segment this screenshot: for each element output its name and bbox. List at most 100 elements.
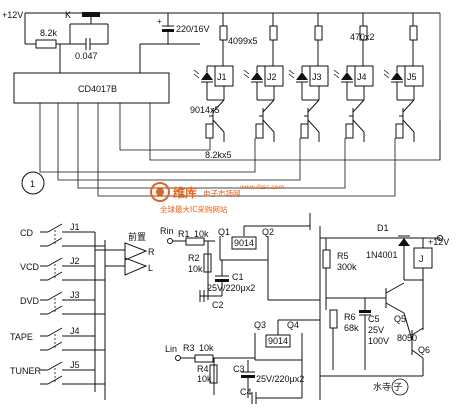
wm-url: www.dzsc.com (240, 184, 284, 191)
r2-value: 10k (188, 264, 203, 274)
base-resistor (395, 123, 404, 139)
input-relay-label: J4 (70, 326, 80, 336)
base-resistor (300, 123, 309, 139)
resistor-82k (35, 39, 57, 49)
base-resistor (205, 123, 214, 139)
base-resistor (345, 123, 354, 139)
q6-label: Q6 (418, 345, 430, 355)
c4-label: C4 (240, 387, 252, 397)
c5-value: 25V (368, 325, 384, 335)
watermark-logo: 维库 电子市场网 www.dzsc.com 全球最大IC采购网站 (150, 182, 284, 214)
led-label: 4099x5 (228, 36, 258, 46)
r6-value: 68k (344, 323, 359, 333)
rbase-label: 8.2kx5 (205, 150, 232, 160)
c5-value2: 100V (368, 336, 389, 346)
q1-label: Q1 (218, 227, 230, 237)
input-relay-label: J2 (70, 256, 80, 266)
wm-title: 维库 (173, 185, 197, 200)
supply-label-top: +12V (2, 10, 23, 20)
c1-label: C1 (232, 272, 244, 282)
rail-resistor (409, 25, 418, 41)
ch-l: L (148, 263, 153, 273)
input-label: TAPE (10, 332, 33, 342)
signature: 水寺 子 (373, 381, 403, 392)
led (296, 72, 308, 80)
resistor-r5 (322, 249, 331, 269)
c-rating-1: 25V/220μx2 (207, 283, 255, 293)
c2-label: C2 (212, 300, 224, 310)
relay-label: J3 (312, 72, 322, 82)
relay-label: J5 (407, 72, 417, 82)
ic-cd4017b (13, 72, 170, 104)
d1-label: D1 (377, 223, 389, 233)
cap-220 (162, 29, 174, 32)
r4-label: R4 (197, 364, 209, 374)
relay-label: J4 (357, 72, 367, 82)
c-0047-label: 0.047 (75, 51, 98, 61)
preamp-r (124, 242, 148, 261)
relay-label: J2 (267, 72, 277, 82)
switch-contact (47, 361, 63, 371)
ic-label: CD4017B (78, 84, 117, 94)
r5-label: R5 (337, 251, 349, 261)
q5-value: 8050 (397, 333, 417, 343)
wm-sub: 电子市场网 (203, 188, 241, 198)
input-label: DVD (20, 296, 40, 306)
r-82k-label: 8.2k (40, 28, 58, 38)
lin-label: Lin (165, 344, 177, 354)
led (201, 72, 213, 80)
q1q2-type: 9014 (234, 238, 254, 248)
trans-label: 9014x5 (190, 105, 220, 115)
input-label: TUNER (10, 366, 41, 376)
rail-resistor (314, 25, 323, 41)
wm-tag: 全球最大IC采购网站 (160, 204, 228, 214)
r3-value: 10k (199, 343, 214, 353)
d1-value: 1N4001 (366, 250, 398, 260)
c5-label: C5 (368, 314, 380, 324)
switch-contact (47, 223, 63, 233)
r1-value: 10k (194, 229, 209, 239)
resistor-r2 (203, 253, 212, 273)
ch-r: R (148, 247, 155, 257)
led (391, 72, 403, 80)
input-relay-label: J3 (70, 290, 80, 300)
r5-value: 300k (337, 262, 357, 272)
rail-resistor (219, 25, 228, 41)
q3q4-type: 9014 (268, 336, 288, 346)
rail-resistor (269, 25, 278, 41)
switch-contact (47, 327, 63, 337)
r4-value: 10k (197, 374, 212, 384)
r6-label: R6 (344, 312, 356, 322)
switch-k (82, 12, 100, 17)
top-resistors (219, 13, 418, 66)
rin-label: Rin (160, 226, 174, 236)
section-marker (21, 171, 45, 195)
q2-label: Q2 (262, 227, 274, 237)
led (251, 72, 263, 80)
q3-label: Q3 (254, 320, 266, 330)
input-relay-label: J1 (70, 222, 80, 232)
r470-label: 470x2 (350, 32, 375, 42)
input-label: CD (20, 228, 33, 238)
c-rating-2: 25V/220μx2 (256, 374, 304, 384)
preamp-l (124, 257, 148, 276)
svg-text:+: + (157, 17, 162, 26)
r2-label: R2 (188, 253, 200, 263)
switch-contact (47, 257, 63, 267)
cap-220-label: 220/16V (176, 24, 210, 34)
resistor-r3 (194, 354, 214, 363)
resistor-r4 (209, 364, 218, 384)
supply-label-right: +12V (428, 237, 449, 247)
preamp-label: 前置 (128, 231, 146, 242)
c3-label: C3 (233, 364, 245, 374)
diode-d1 (398, 238, 410, 246)
switch-contact (47, 291, 63, 301)
input-label: VCD (20, 262, 40, 272)
q4-label: Q4 (287, 320, 299, 330)
resistor-r6 (329, 309, 338, 329)
switch-k-label: K (65, 10, 71, 20)
